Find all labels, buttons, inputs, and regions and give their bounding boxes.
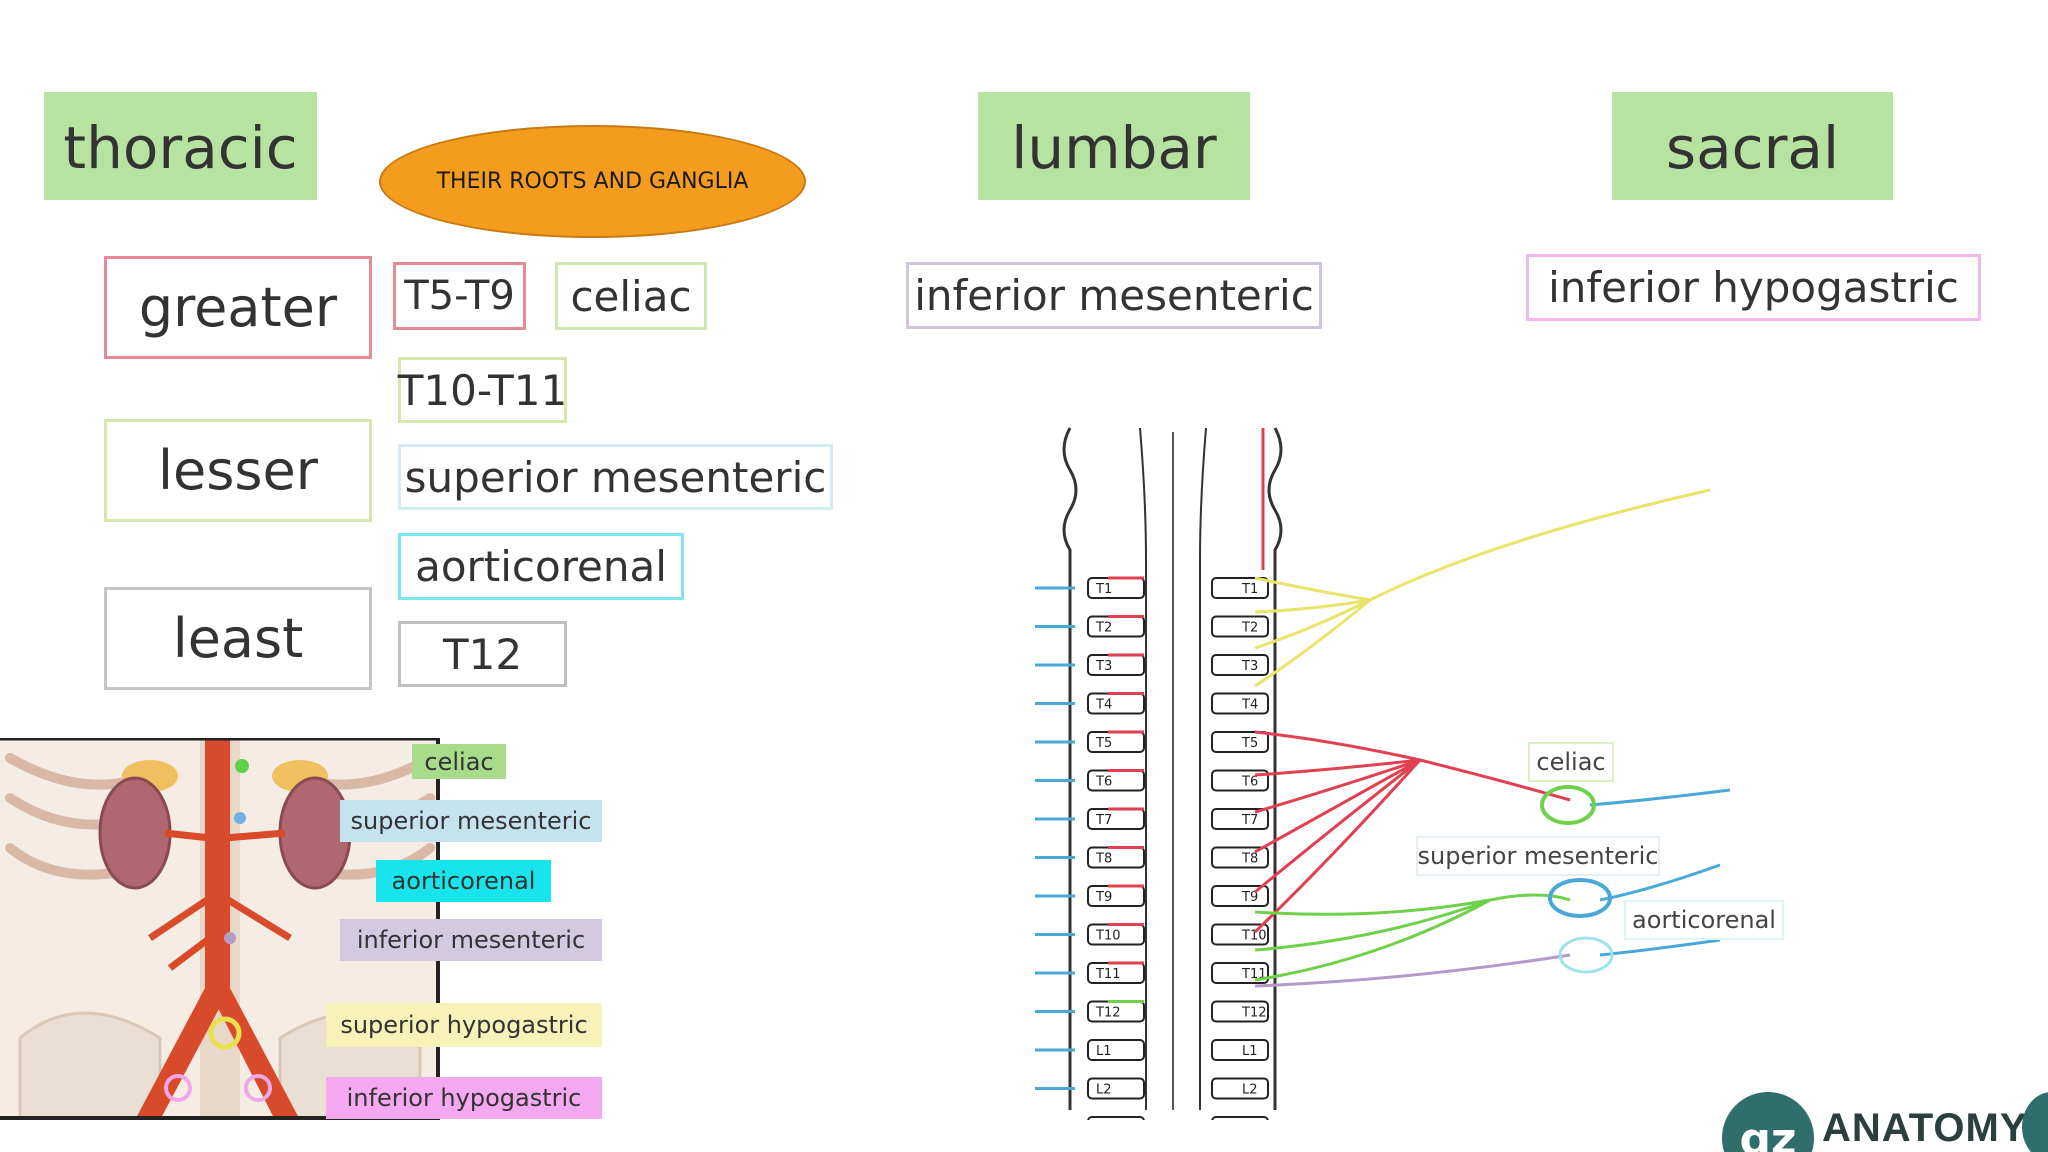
vertebra-label-left-t4: T4 <box>1095 698 1112 713</box>
nerve-greater: greater <box>104 256 372 359</box>
vertebra-box-right-t6 <box>1211 769 1269 792</box>
vertebra-label-right-t4: T4 <box>1241 698 1258 713</box>
logo-mark: qz <box>1722 1092 1814 1152</box>
vertebra-label-right-t1: T1 <box>1241 582 1258 597</box>
ganglion-celiac-box: celiac <box>555 262 707 330</box>
vertebra-label-left-t2: T2 <box>1095 621 1112 636</box>
vertebra-label-right-t5: T5 <box>1241 736 1258 751</box>
vertebra-box-right-l2 <box>1211 1077 1269 1100</box>
nerve-least: least <box>104 587 372 690</box>
vertebra-box-right-t10 <box>1211 923 1269 946</box>
vertebra-label-right-t3: T3 <box>1241 659 1258 674</box>
vertebra-box-right-t11 <box>1211 962 1269 984</box>
vertebra-box-left-l1 <box>1087 1039 1145 1061</box>
ganglion-superior-mesenteric-box: superior mesenteric <box>398 444 833 510</box>
vertebra-label-right-l1: L1 <box>1242 1044 1258 1059</box>
spine-label-superior-mesenteric: superior mesenteric <box>1416 836 1660 876</box>
purple-nerve <box>1254 953 1571 988</box>
yellow-nerve <box>1254 488 1711 688</box>
vertebra-label-left-t8: T8 <box>1095 852 1112 867</box>
vertebra-box-right-l1 <box>1211 1039 1269 1061</box>
root-t12: T12 <box>398 621 567 687</box>
vertebra-label-right-t10: T10 <box>1241 929 1266 944</box>
spine-label-celiac: celiac <box>1528 742 1614 782</box>
vertebra-label-left-t12: T12 <box>1095 1006 1120 1021</box>
ganglion-aorticorenal-box: aorticorenal <box>398 533 684 600</box>
ganglion-inferior-hypogastric-box: inferior hypogastric <box>1526 254 1981 321</box>
anat-label-inferior-mesenteric: inferior mesenteric <box>340 919 602 961</box>
header-sacral: sacral <box>1612 92 1893 200</box>
red-nerve <box>1253 730 1571 934</box>
vertebra-box-right-t2 <box>1211 615 1269 638</box>
header-thoracic: thoracic <box>44 92 317 200</box>
vertebra-label-right-t9: T9 <box>1241 890 1258 905</box>
logo-badge <box>2022 1092 2048 1152</box>
vertebra-label-right-t8: T8 <box>1241 852 1258 867</box>
vertebra-box-right-t4 <box>1211 692 1269 715</box>
anat-label-aorticorenal: aorticorenal <box>376 860 551 902</box>
anatomyzone-logo: qz ANATOMYZ <box>1722 1092 2048 1152</box>
vertebra-box-right-t7 <box>1211 808 1269 830</box>
vertebra-label-right-t2: T2 <box>1241 621 1258 636</box>
anat-label-superior-hypogastric: superior hypogastric <box>326 1003 602 1047</box>
roots-ganglia-oval: THEIR ROOTS AND GANGLIA <box>379 125 806 238</box>
vertebra-label-left-t6: T6 <box>1095 775 1112 790</box>
root-t5-t9: T5-T9 <box>393 262 526 330</box>
ganglion-inferior-mesenteric-box: inferior mesenteric <box>906 262 1322 329</box>
vertebra-box-right-t8 <box>1211 846 1269 869</box>
vertebra-label-left-l1: L1 <box>1096 1044 1112 1059</box>
vertebra-box-right-t3 <box>1211 654 1269 676</box>
vertebra-label-left-t11: T11 <box>1095 967 1120 982</box>
vertebra-box-right-t9 <box>1211 885 1269 907</box>
vertebra-label-left-l2: L2 <box>1096 1083 1112 1098</box>
vertebra-box-left-l2 <box>1087 1077 1145 1100</box>
spine-label-aorticorenal: aorticorenal <box>1624 900 1784 940</box>
vertebra-label-right-t7: T7 <box>1241 813 1258 828</box>
spinal-cord-outline <box>1062 427 1283 1110</box>
vertebra-box-right-l3 <box>1211 1116 1269 1120</box>
header-lumbar: lumbar <box>978 92 1250 200</box>
vertebra-label-left-t1: T1 <box>1095 582 1112 597</box>
vertebra-label-left-t10: T10 <box>1095 929 1120 944</box>
vertebra-label-right-t12: T12 <box>1241 1006 1266 1021</box>
nerve-lesser: lesser <box>104 419 372 522</box>
vertebra-label-right-t6: T6 <box>1241 775 1258 790</box>
splanchnic-nerve-paths <box>1253 488 1731 988</box>
vertebra-box-left-l3 <box>1087 1116 1145 1120</box>
green-nerve <box>1254 893 1571 982</box>
vertebra-label-left-t5: T5 <box>1095 736 1112 751</box>
vertebra-label-left-t9: T9 <box>1095 890 1112 905</box>
vertebra-box-right-t1 <box>1211 577 1269 599</box>
anat-label-inferior-hypogastric: inferior hypogastric <box>326 1077 602 1119</box>
logo-text: ANATOMYZ <box>1822 1106 2048 1150</box>
vertebra-box-right-t5 <box>1211 731 1269 753</box>
vertebra-box-right-t12 <box>1211 1000 1269 1023</box>
vertebra-label-right-l2: L2 <box>1242 1083 1258 1098</box>
vertebra-label-left-t3: T3 <box>1095 659 1112 674</box>
vertebra-label-left-t7: T7 <box>1095 813 1112 828</box>
anat-label-superior-mesenteric: superior mesenteric <box>340 800 602 842</box>
root-t10-t11: T10-T11 <box>398 357 567 423</box>
anat-label-celiac: celiac <box>412 744 506 779</box>
